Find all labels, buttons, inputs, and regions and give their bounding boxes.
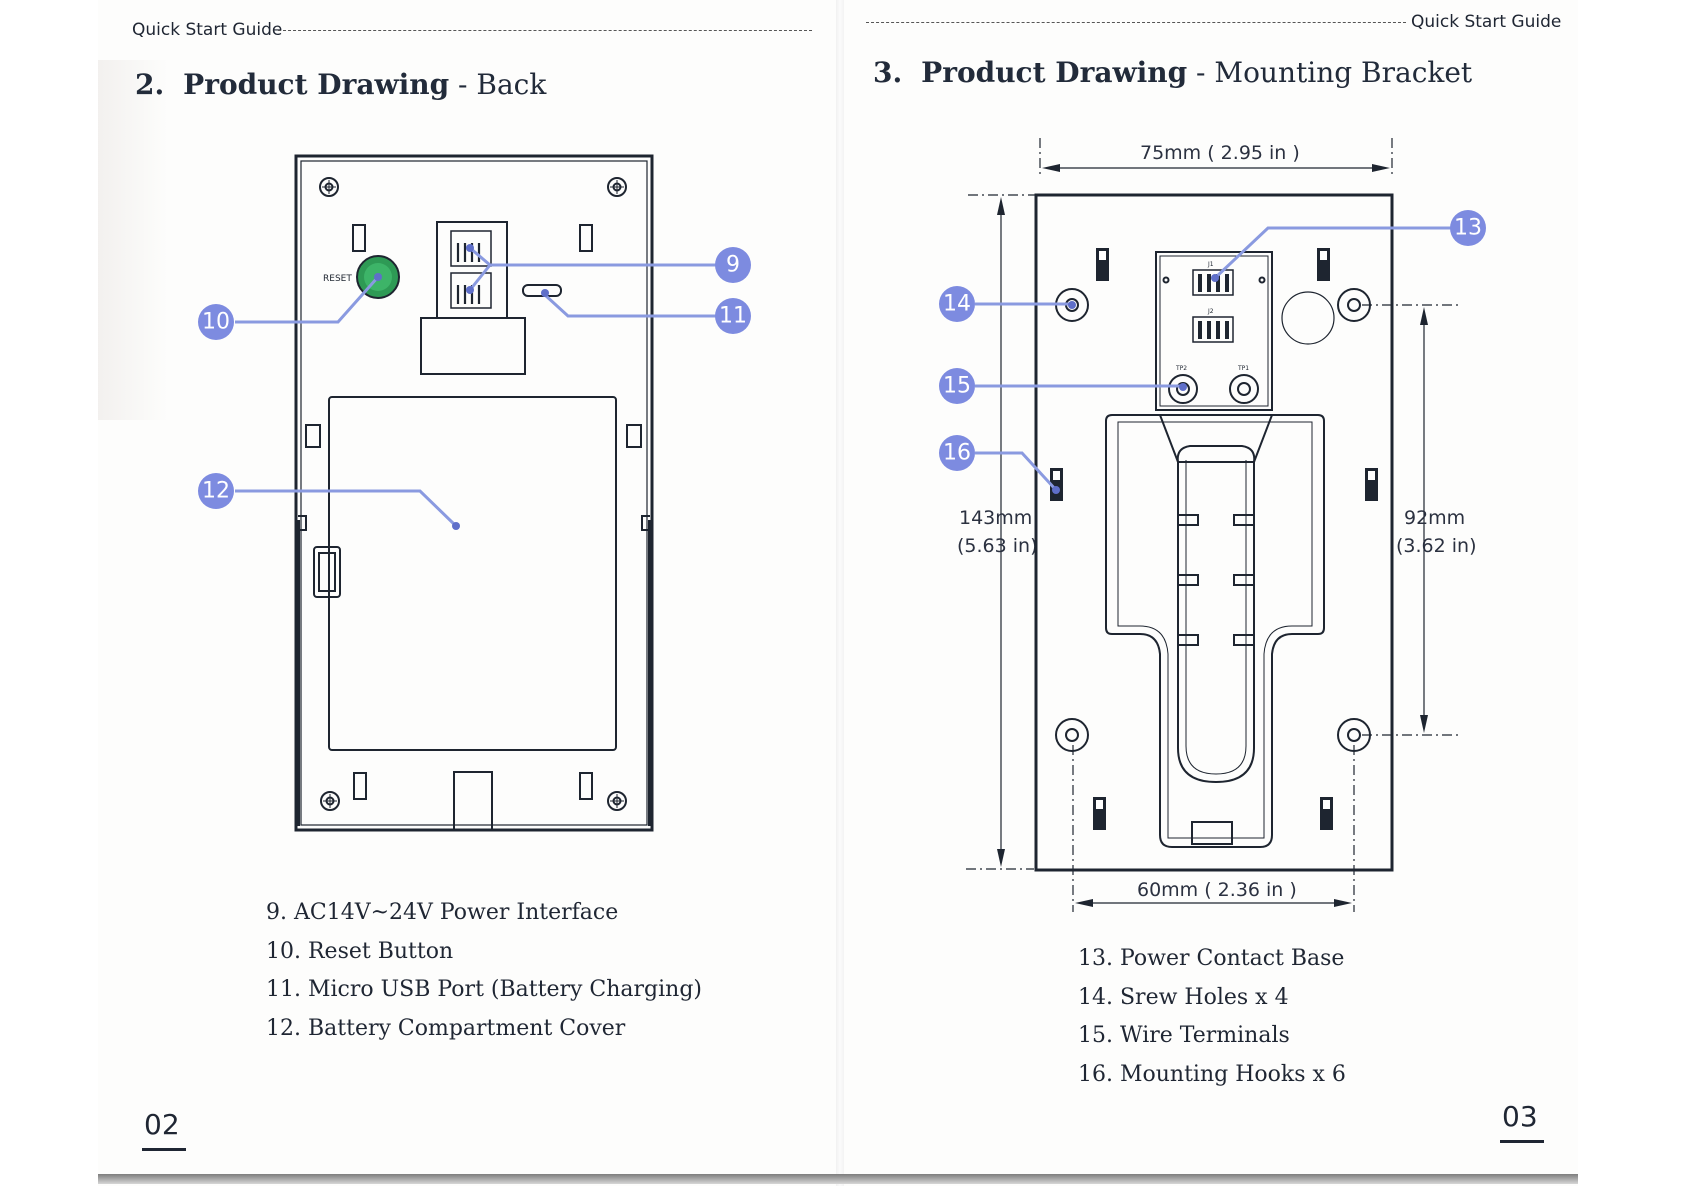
svg-text:10: 10 (202, 310, 230, 335)
page-shadow (98, 60, 168, 420)
board-label-j2: J2 (1207, 308, 1214, 315)
svg-text:9: 9 (726, 253, 740, 278)
legend-item-10: 10. Reset Button (266, 938, 454, 964)
screw-icon (607, 791, 627, 811)
svg-text:11: 11 (719, 304, 747, 329)
screw-icon (319, 177, 339, 197)
legend-item-13: 13. Power Contact Base (1078, 946, 1345, 971)
board-label-tp2: TP2 (1175, 365, 1187, 372)
right-page-number-text: 03 (1502, 1100, 1538, 1133)
left-section-title: 2. Product Drawing - Back (135, 68, 546, 101)
board-label-j1: J1 (1207, 261, 1214, 268)
left-header: Quick Start Guide (132, 20, 283, 40)
callout-badge-16: 16 (939, 435, 975, 471)
dimension-bottom-width: 60mm ( 2.36 in ) (1137, 879, 1297, 901)
dimension-height-mm: 143mm (959, 507, 1032, 529)
callout-badge-12: 12 (198, 473, 234, 509)
callout-badge-13: 13 (1450, 210, 1486, 246)
svg-text:16: 16 (943, 441, 971, 466)
right-section-title: 3. Product Drawing - Mounting Bracket (873, 56, 1472, 89)
dimension-spacing-mm: 92mm (1404, 507, 1465, 529)
legend-item-16: 16. Mounting Hooks x 6 (1078, 1061, 1346, 1087)
svg-text:14: 14 (943, 292, 971, 317)
svg-text:15: 15 (943, 374, 971, 399)
callout-badge-10: 10 (198, 304, 234, 340)
svg-text:13: 13 (1454, 216, 1482, 241)
svg-text:12: 12 (202, 479, 230, 504)
board-label-tp1: TP1 (1237, 365, 1249, 372)
reset-label: RESET (323, 274, 352, 284)
dimension-top-width: 75mm ( 2.95 in ) (1140, 142, 1300, 164)
right-legend: 13. Power Contact Base 14. Srew Holes x … (1078, 940, 1346, 1094)
left-header-rule (278, 30, 812, 31)
dimension-height-in: (5.63 in) (957, 535, 1038, 557)
page-bottom-edge (98, 1174, 1578, 1184)
screw-icon (320, 791, 340, 811)
legend-item-15: 15. Wire Terminals (1078, 1023, 1290, 1048)
right-title-number: 3. (873, 56, 903, 89)
left-page-number-text: 02 (144, 1108, 180, 1141)
right-header: Quick Start Guide (1411, 12, 1562, 32)
right-header-rule (866, 22, 1406, 23)
legend-item-14: 14. Srew Holes x 4 (1078, 984, 1289, 1010)
callout-badge-9: 9 (715, 247, 751, 283)
mounting-hook-icon (1050, 248, 1378, 830)
legend-item-11: 11. Micro USB Port (Battery Charging) (266, 977, 702, 1002)
left-title-bold: Product Drawing (183, 68, 450, 101)
page-fold (836, 0, 844, 1186)
right-title-rest: - Mounting Bracket (1187, 56, 1473, 89)
callout-badge-11: 11 (715, 298, 751, 334)
legend-item-12: 12. Battery Compartment Cover (266, 1015, 626, 1041)
legend-item-9: 9. AC14V~24V Power Interface (266, 900, 619, 925)
dimension-spacing-in: (3.62 in) (1396, 535, 1477, 557)
right-title-bold: Product Drawing (921, 56, 1188, 89)
left-title-rest: - Back (449, 68, 547, 101)
right-page-number: 03 (1500, 1100, 1544, 1143)
callout-badge-15: 15 (939, 368, 975, 404)
left-legend: 9. AC14V~24V Power Interface 10. Reset B… (266, 894, 702, 1048)
callout-badge-14: 14 (939, 286, 975, 322)
left-page-number: 02 (142, 1108, 186, 1151)
left-title-number: 2. (135, 68, 165, 101)
screw-icon (607, 177, 627, 197)
